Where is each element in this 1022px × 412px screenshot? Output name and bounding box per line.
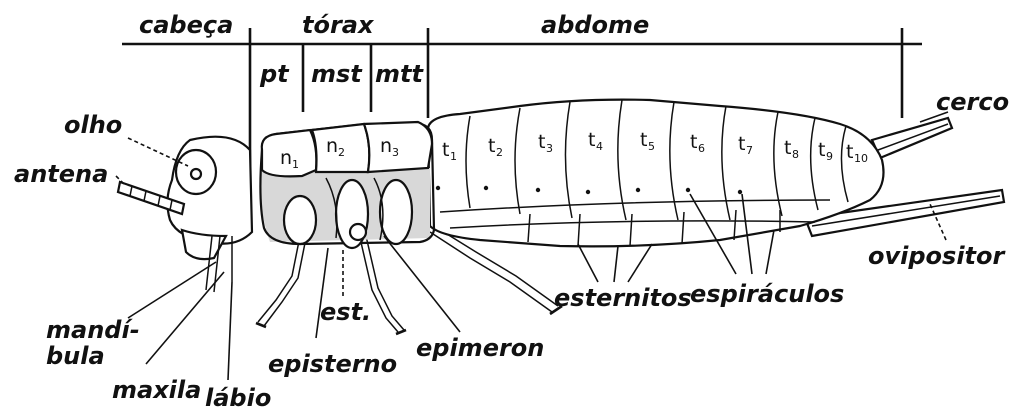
region-label-thorax: tórax bbox=[302, 11, 375, 39]
label-eye: olho bbox=[64, 111, 122, 139]
tergite-9-sub: 9 bbox=[826, 150, 833, 163]
leader-maxilla bbox=[146, 272, 224, 364]
tergite-4-letter: t bbox=[588, 129, 595, 151]
label-mesothorax: mst bbox=[311, 60, 363, 88]
label-antenna: antena bbox=[14, 160, 108, 188]
tergite-3-sub: 3 bbox=[546, 142, 553, 155]
notum-3-letter: n bbox=[380, 135, 392, 157]
notum-2-sub: 2 bbox=[338, 146, 345, 159]
label-spiracles: espiráculos bbox=[690, 280, 844, 308]
label-mandible-line1: mandí- bbox=[46, 316, 140, 344]
leader-sternite-1 bbox=[578, 244, 598, 282]
tergite-10-letter: t bbox=[846, 141, 853, 163]
notum-3-sub: 3 bbox=[392, 146, 399, 159]
tergite-8-sub: 8 bbox=[792, 148, 799, 161]
leader-labium bbox=[228, 282, 232, 380]
label-mandible-line2: bula bbox=[46, 342, 105, 370]
tergite-5-letter: t bbox=[640, 129, 647, 151]
tergite-6-sub: 6 bbox=[698, 142, 705, 155]
tergite-7-letter: t bbox=[738, 133, 745, 155]
tergite-9-letter: t bbox=[818, 139, 825, 161]
cerci-shape bbox=[872, 118, 952, 158]
tergite-3-letter: t bbox=[538, 131, 545, 153]
tergite-2-sub: 2 bbox=[496, 146, 503, 159]
tergite-5-sub: 5 bbox=[648, 140, 655, 153]
tergite-1-letter: t bbox=[442, 139, 449, 161]
notum-2-letter: n bbox=[326, 135, 338, 157]
tergite-7-sub: 7 bbox=[746, 144, 753, 157]
label-episternum: episterno bbox=[268, 350, 397, 378]
label-cercus: cerco bbox=[936, 88, 1009, 116]
leader-sternite-2 bbox=[614, 246, 618, 282]
label-prothorax: pt bbox=[259, 60, 290, 88]
tergite-6-letter: t bbox=[690, 131, 697, 153]
label-ovipositor: ovipositor bbox=[868, 242, 1007, 270]
label-metathorax: mtt bbox=[375, 60, 424, 88]
label-maxilla: maxila bbox=[112, 376, 201, 404]
label-labium: lábio bbox=[205, 384, 271, 412]
leader-mandible bbox=[128, 262, 216, 318]
label-sternites: esternitos bbox=[554, 284, 692, 312]
leader-epimeron bbox=[384, 236, 460, 332]
notum-1-letter: n bbox=[280, 147, 292, 169]
tergite-10-sub: 10 bbox=[854, 152, 868, 165]
tergite-1-sub: 1 bbox=[450, 150, 457, 163]
leader-spiracle-3 bbox=[766, 230, 774, 274]
tergite-2-letter: t bbox=[488, 135, 495, 157]
label-epimeron: epimeron bbox=[416, 334, 544, 362]
tergite-8-letter: t bbox=[784, 137, 791, 159]
notum-1-sub: 1 bbox=[292, 158, 299, 171]
leader-sternite-3 bbox=[628, 244, 652, 282]
region-label-abdomen: abdome bbox=[541, 11, 649, 39]
region-label-head: cabeça bbox=[139, 11, 233, 39]
thorax-shape bbox=[260, 122, 434, 248]
label-sternum: est. bbox=[320, 298, 371, 326]
tergite-4-sub: 4 bbox=[596, 140, 603, 153]
